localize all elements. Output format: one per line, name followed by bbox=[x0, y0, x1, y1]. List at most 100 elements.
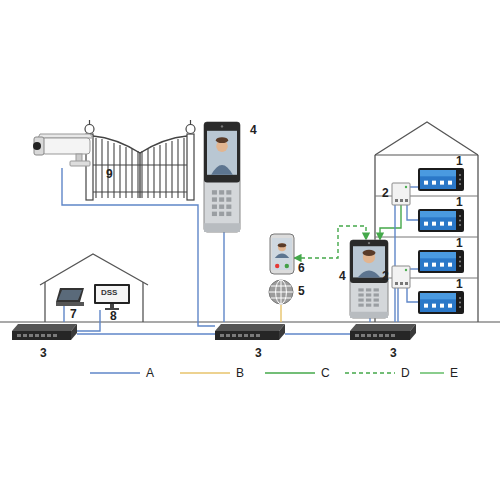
monitor-icon bbox=[432, 263, 436, 267]
mobile-phone: 6 bbox=[270, 234, 294, 274]
distribution-box-led bbox=[405, 186, 407, 188]
network-switch-art bbox=[350, 322, 416, 342]
switch-port bbox=[355, 334, 359, 337]
legend-label: D bbox=[401, 367, 410, 379]
distribution-box-port bbox=[405, 199, 408, 202]
network-switch-art bbox=[215, 322, 285, 342]
network-switch: 3 bbox=[215, 322, 285, 342]
camera-front bbox=[34, 137, 44, 155]
switch-port bbox=[391, 334, 395, 337]
building-wall bbox=[477, 155, 478, 322]
monitor-stand bbox=[110, 304, 114, 308]
cable-connector bbox=[77, 333, 215, 334]
ip-camera-art bbox=[30, 128, 102, 168]
distribution-box-port bbox=[395, 282, 398, 285]
callout-number: 8 bbox=[110, 310, 117, 322]
switch-top bbox=[350, 324, 416, 331]
monitor-screen-band bbox=[420, 170, 456, 176]
monitor-icon bbox=[432, 304, 436, 308]
cable-connector bbox=[410, 268, 418, 269]
indoor-monitor-art bbox=[418, 291, 464, 314]
monitor-icon bbox=[424, 263, 428, 267]
keypad-key bbox=[219, 205, 224, 209]
indoor-monitor: 1 bbox=[418, 209, 464, 232]
building-roof bbox=[375, 122, 478, 155]
cable-connector bbox=[77, 310, 100, 331]
switch-port bbox=[379, 334, 383, 337]
monitor-screen bbox=[96, 286, 128, 302]
switch-port bbox=[23, 334, 27, 337]
callout-number: 2 bbox=[382, 187, 389, 199]
legend-line-sample bbox=[90, 372, 140, 374]
switch-port bbox=[53, 334, 57, 337]
cable-connector bbox=[62, 168, 215, 326]
switch-port bbox=[17, 334, 21, 337]
monitor-screen bbox=[420, 293, 456, 312]
house-wall bbox=[142, 282, 143, 322]
callout-number: 2 bbox=[382, 270, 389, 282]
door-station-screen bbox=[353, 246, 385, 277]
globe-parallel bbox=[269, 292, 293, 293]
monitor-frame bbox=[418, 168, 464, 191]
keypad-key bbox=[374, 288, 379, 291]
cable-connector bbox=[410, 186, 418, 187]
gate-finial-tip bbox=[89, 120, 90, 125]
door-station-top bbox=[204, 122, 240, 183]
indoor-monitor: 1 bbox=[418, 168, 464, 191]
switch-port bbox=[250, 334, 254, 337]
keypad-key bbox=[212, 205, 217, 209]
switch-port bbox=[238, 334, 242, 337]
cable-connector bbox=[380, 205, 401, 240]
face-hair bbox=[363, 250, 376, 256]
keypad-key bbox=[366, 293, 371, 296]
face-shoulders bbox=[211, 165, 233, 175]
indoor-monitor: 1 bbox=[418, 291, 464, 314]
distribution-box-body bbox=[392, 183, 410, 205]
keypad-key bbox=[374, 299, 379, 302]
cable-connector bbox=[394, 205, 395, 322]
monitor-icon bbox=[448, 181, 452, 185]
face-shoulders bbox=[358, 270, 381, 277]
keypad-key bbox=[219, 212, 224, 216]
callout-number: 1 bbox=[456, 155, 463, 167]
mobile-phone-art bbox=[270, 234, 294, 274]
gate-post bbox=[187, 134, 194, 200]
gate-finial-tip bbox=[190, 120, 191, 125]
gate-center bbox=[139, 152, 140, 198]
camera-lens bbox=[33, 142, 41, 150]
globe-parallel bbox=[271, 298, 292, 299]
switch-port bbox=[220, 334, 224, 337]
distribution-box-body bbox=[392, 266, 410, 288]
keypad-key bbox=[219, 190, 224, 194]
gate-bars bbox=[96, 138, 184, 198]
monitor-icon bbox=[432, 222, 436, 226]
callout-number: 1 bbox=[456, 237, 463, 249]
switch-port bbox=[35, 334, 39, 337]
switch-top bbox=[12, 324, 77, 331]
keypad-key bbox=[226, 197, 231, 201]
monitor-button bbox=[459, 215, 461, 217]
cable-connector bbox=[369, 318, 370, 322]
switch-port bbox=[373, 334, 377, 337]
globe-parallel bbox=[271, 286, 292, 287]
monitor-frame bbox=[418, 291, 464, 314]
gate-finial bbox=[85, 125, 94, 134]
monitor-frame bbox=[418, 250, 464, 273]
monitor-icon bbox=[448, 304, 452, 308]
distribution-box-art bbox=[392, 266, 410, 288]
switch-port bbox=[226, 334, 230, 337]
gate-illustration bbox=[85, 120, 195, 200]
monitor-icon bbox=[424, 222, 428, 226]
monitor-screen-band bbox=[420, 211, 456, 217]
distribution-box-led bbox=[405, 269, 407, 271]
monitor-icon bbox=[424, 181, 428, 185]
legend-label: B bbox=[236, 367, 244, 379]
switch-port bbox=[244, 334, 248, 337]
cable-connector bbox=[280, 305, 281, 322]
switch-port bbox=[361, 334, 365, 337]
monitor-icon bbox=[432, 181, 436, 185]
door-station-camera bbox=[368, 242, 370, 244]
monitor-screen bbox=[420, 170, 456, 189]
keypad-key bbox=[358, 304, 363, 307]
